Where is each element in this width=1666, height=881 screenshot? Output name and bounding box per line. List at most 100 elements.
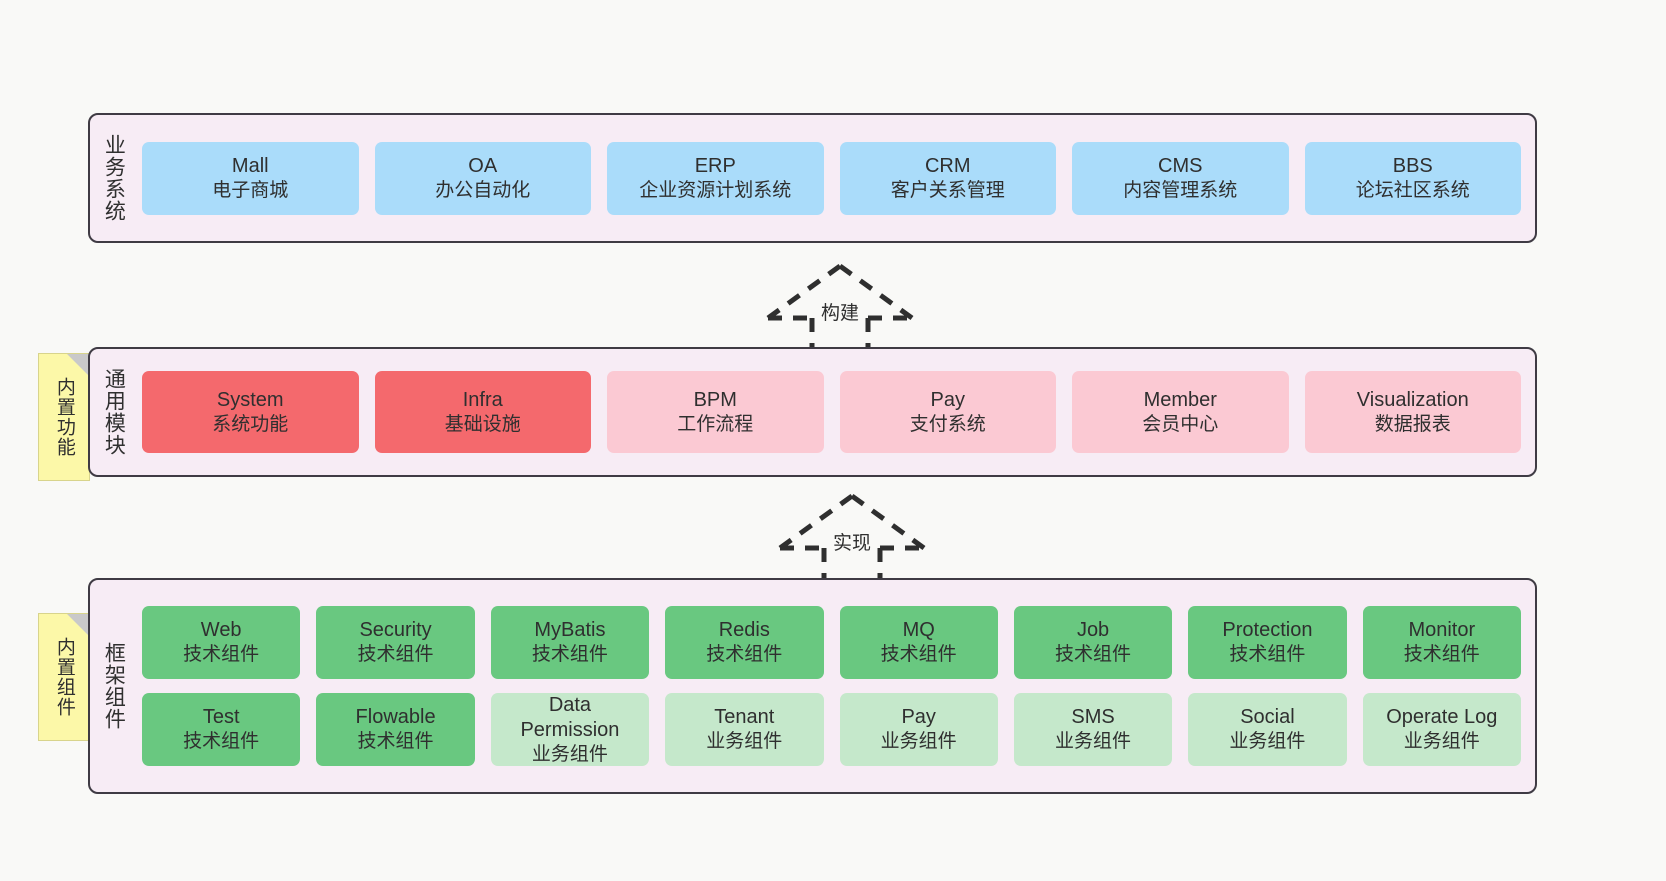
box-monitor[interactable]: Monitor 技术组件	[1362, 606, 1521, 679]
box-title: Operate Log	[1386, 706, 1498, 729]
box-member[interactable]: Member 会员中心	[1072, 371, 1289, 453]
box-tenant[interactable]: Tenant 业务组件	[665, 693, 824, 766]
box-title: Tenant	[714, 706, 775, 729]
box-infra[interactable]: Infra 基础设施	[374, 371, 591, 453]
box-title: Visualization	[1356, 388, 1469, 411]
box-title: Redis	[718, 619, 770, 642]
box-subtitle: 客户关系管理	[890, 179, 1005, 201]
box-title: Infra	[462, 388, 503, 411]
box-title: Job	[1076, 619, 1110, 642]
layer-common-modules: 通用模块 System 系统功能 Infra 基础设施 BPM 工作流程 Pay…	[88, 347, 1537, 477]
box-subtitle: 企业资源计划系统	[639, 179, 792, 201]
box-subtitle: 技术组件	[357, 644, 434, 666]
box-title: Data Permission	[520, 693, 620, 741]
note-fold-icon	[67, 614, 89, 636]
box-security[interactable]: Security 技术组件	[316, 606, 475, 679]
box-title: CRM	[924, 154, 971, 177]
box-title: SMS	[1071, 706, 1115, 729]
box-pay[interactable]: Pay 支付系统	[839, 371, 1056, 453]
box-title: Member	[1143, 388, 1217, 411]
layer-framework-components: 框架组件 Web 技术组件 Security 技术组件 MyBatis 技术组件…	[88, 578, 1537, 794]
framework-row-business: Test 技术组件 Flowable 技术组件 Data Permission …	[142, 693, 1521, 766]
box-pay-component[interactable]: Pay 业务组件	[839, 693, 998, 766]
box-subtitle: 技术组件	[1055, 644, 1132, 666]
box-oa[interactable]: OA 办公自动化	[374, 141, 591, 215]
note-builtin-components: 内置组件	[38, 613, 90, 741]
arrow-build-label: 构建	[820, 303, 860, 324]
box-system[interactable]: System 系统功能	[142, 371, 359, 453]
layer-body-framework: Web 技术组件 Security 技术组件 MyBatis 技术组件 Redi…	[136, 580, 1535, 792]
box-subtitle: 会员中心	[1142, 413, 1219, 435]
box-mq[interactable]: MQ 技术组件	[839, 606, 998, 679]
layer-title-business: 业务系统	[102, 134, 126, 222]
box-subtitle: 电子商城	[212, 179, 289, 201]
box-subtitle: 论坛社区系统	[1355, 179, 1470, 201]
box-mall[interactable]: Mall 电子商城	[142, 141, 359, 215]
box-subtitle: 技术组件	[1229, 644, 1306, 666]
box-title: Mall	[231, 154, 269, 177]
box-title: Flowable	[355, 706, 436, 729]
layer-body-common: System 系统功能 Infra 基础设施 BPM 工作流程 Pay 支付系统…	[136, 349, 1535, 475]
note-builtin-features: 内置功能	[38, 353, 90, 481]
box-visualization[interactable]: Visualization 数据报表	[1304, 371, 1521, 453]
box-subtitle: 技术组件	[357, 731, 434, 753]
box-subtitle: 技术组件	[531, 644, 608, 666]
box-subtitle: 工作流程	[677, 413, 754, 435]
box-subtitle: 业务组件	[880, 731, 957, 753]
box-subtitle: 业务组件	[706, 731, 783, 753]
box-social[interactable]: Social 业务组件	[1188, 693, 1347, 766]
box-title: Web	[200, 619, 242, 642]
box-bbs[interactable]: BBS 论坛社区系统	[1304, 141, 1521, 215]
box-data-permission[interactable]: Data Permission 业务组件	[490, 693, 650, 766]
box-subtitle: 技术组件	[1403, 644, 1480, 666]
box-title: ERP	[694, 154, 736, 177]
box-job[interactable]: Job 技术组件	[1013, 606, 1173, 679]
arrow-build: 构建	[760, 262, 920, 354]
box-title: Social	[1240, 706, 1295, 729]
box-title: Pay	[901, 706, 936, 729]
box-title: Monitor	[1408, 619, 1476, 642]
box-test[interactable]: Test 技术组件	[142, 693, 301, 766]
box-sms[interactable]: SMS 业务组件	[1013, 693, 1173, 766]
box-subtitle: 技术组件	[880, 644, 957, 666]
layer-business-systems: 业务系统 Mall 电子商城 OA 办公自动化 ERP 企业资源计划系统 CRM…	[88, 113, 1537, 243]
box-subtitle: 内容管理系统	[1123, 179, 1238, 201]
box-redis[interactable]: Redis 技术组件	[665, 606, 824, 679]
box-subtitle: 办公自动化	[435, 179, 531, 201]
box-mybatis[interactable]: MyBatis 技术组件	[490, 606, 650, 679]
arrow-implement: 实现	[772, 492, 932, 584]
note-label: 内置功能	[53, 377, 75, 457]
box-operate-log[interactable]: Operate Log 业务组件	[1362, 693, 1521, 766]
box-cms[interactable]: CMS 内容管理系统	[1072, 141, 1289, 215]
box-erp[interactable]: ERP 企业资源计划系统	[607, 141, 824, 215]
box-protection[interactable]: Protection 技术组件	[1188, 606, 1347, 679]
layer-title-framework: 框架组件	[102, 642, 126, 730]
box-subtitle: 支付系统	[909, 413, 986, 435]
box-title: MQ	[902, 619, 935, 642]
box-subtitle: 数据报表	[1374, 413, 1451, 435]
box-subtitle: 业务组件	[1403, 731, 1480, 753]
box-title: BBS	[1392, 154, 1433, 177]
box-title: MyBatis	[534, 619, 606, 642]
box-title: Test	[202, 706, 240, 729]
box-title: Pay	[930, 388, 965, 411]
box-title: Protection	[1222, 619, 1313, 642]
box-subtitle: 技术组件	[183, 731, 260, 753]
box-subtitle: 业务组件	[531, 743, 608, 765]
note-label: 内置组件	[53, 637, 75, 717]
box-crm[interactable]: CRM 客户关系管理	[839, 141, 1056, 215]
box-title: System	[216, 388, 284, 411]
framework-row-technical: Web 技术组件 Security 技术组件 MyBatis 技术组件 Redi…	[142, 606, 1521, 679]
box-subtitle: 技术组件	[706, 644, 783, 666]
box-bpm[interactable]: BPM 工作流程	[607, 371, 824, 453]
box-title: CMS	[1158, 154, 1203, 177]
box-subtitle: 系统功能	[212, 413, 289, 435]
note-fold-icon	[67, 354, 89, 376]
layer-body-business: Mall 电子商城 OA 办公自动化 ERP 企业资源计划系统 CRM 客户关系…	[136, 115, 1535, 241]
box-flowable[interactable]: Flowable 技术组件	[316, 693, 475, 766]
box-web[interactable]: Web 技术组件	[142, 606, 301, 679]
box-subtitle: 技术组件	[183, 644, 260, 666]
box-subtitle: 基础设施	[444, 413, 521, 435]
arrow-implement-label: 实现	[832, 533, 872, 554]
